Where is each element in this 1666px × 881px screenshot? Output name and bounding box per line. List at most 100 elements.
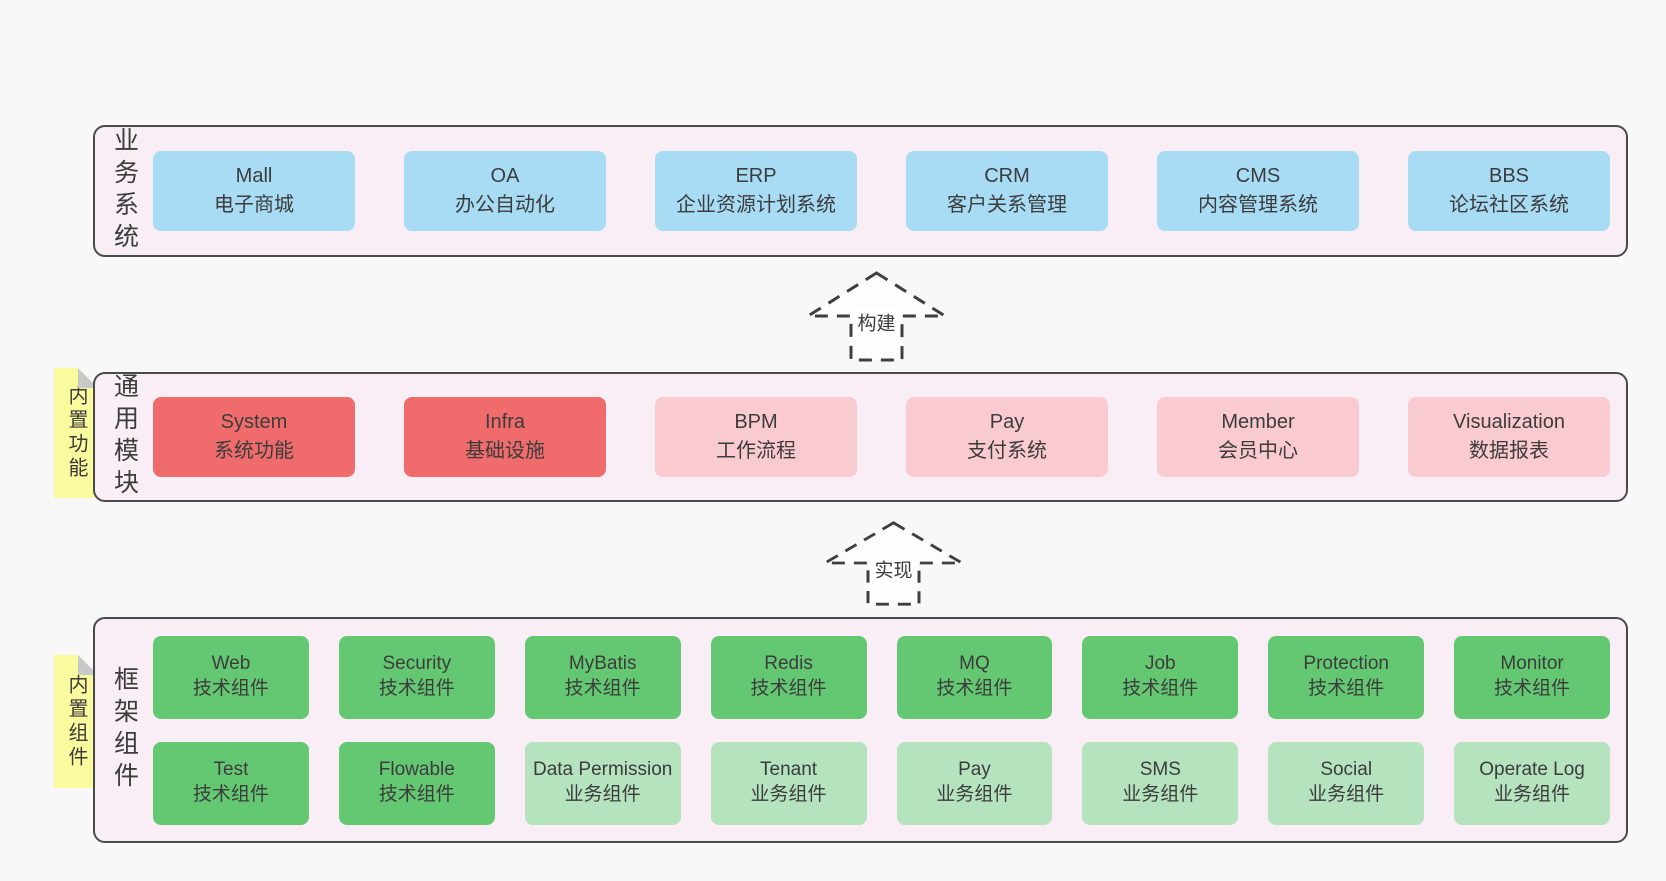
implement-arrow-label: 实现 xyxy=(870,554,917,584)
builtin-components-tab-label: 内置组件 xyxy=(65,673,87,770)
box-mybatis: MyBatis 技术组件 xyxy=(524,635,681,719)
box-crm: CRM 客户关系管理 xyxy=(906,151,1108,231)
box-name: Operate Log xyxy=(1479,759,1585,781)
box-name: CRM xyxy=(984,165,1030,187)
box-desc: 业务组件 xyxy=(564,784,641,805)
box-pay-system: Pay 支付系统 xyxy=(906,397,1108,477)
box-oa: OA 办公自动化 xyxy=(404,151,606,231)
box-name: ERP xyxy=(735,165,777,187)
box-desc: 数据报表 xyxy=(1469,440,1549,462)
box-name: Visualization xyxy=(1453,411,1565,433)
box-name: Member xyxy=(1221,411,1295,433)
panel-modules-label: 通用模块 xyxy=(110,373,139,501)
box-job: Job 技术组件 xyxy=(1082,635,1239,719)
box-name: Infra xyxy=(484,411,526,433)
box-name: OA xyxy=(490,165,520,187)
box-bbs: BBS 论坛社区系统 xyxy=(1408,151,1610,231)
build-arrow-icon: 构建 xyxy=(805,270,948,363)
box-desc: 业务组件 xyxy=(1494,784,1571,805)
box-name: BPM xyxy=(734,411,778,433)
builtin-components-tab: 内置组件 xyxy=(54,655,98,788)
box-name: MyBatis xyxy=(568,653,637,675)
box-monitor: Monitor 技术组件 xyxy=(1454,635,1610,719)
box-name: Pay xyxy=(989,411,1025,433)
box-bpm: BPM 工作流程 xyxy=(655,397,857,477)
box-desc: 技术组件 xyxy=(936,678,1013,699)
box-desc: 技术组件 xyxy=(1494,678,1571,699)
box-name: Test xyxy=(213,759,249,781)
box-erp: ERP 企业资源计划系统 xyxy=(655,151,857,231)
box-desc: 技术组件 xyxy=(1122,678,1199,699)
box-pay-component: Pay 业务组件 xyxy=(896,741,1053,825)
panel-business-label: 业务系统 xyxy=(110,127,139,255)
panel-business-systems: 业务系统 Mall 电子商城 OA 办公自动化 ERP 企业资源计划系统 CRM… xyxy=(93,125,1628,257)
modules-box-row: System 系统功能 Infra 基础设施 BPM 工作流程 Pay 支付系统… xyxy=(153,397,1626,477)
box-desc: 业务组件 xyxy=(750,784,827,805)
box-mq: MQ 技术组件 xyxy=(896,635,1053,719)
box-desc: 技术组件 xyxy=(564,678,641,699)
box-desc: 基础设施 xyxy=(465,440,545,462)
box-desc: 会员中心 xyxy=(1218,440,1298,462)
box-protection: Protection 技术组件 xyxy=(1268,635,1425,719)
business-box-row: Mall 电子商城 OA 办公自动化 ERP 企业资源计划系统 CRM 客户关系… xyxy=(153,151,1626,231)
box-name: Redis xyxy=(764,653,813,675)
box-desc: 业务组件 xyxy=(1122,784,1199,805)
build-arrow-label: 构建 xyxy=(853,307,900,337)
box-desc: 业务组件 xyxy=(1308,784,1385,805)
box-name: Data Permission xyxy=(532,759,673,781)
box-sms: SMS 业务组件 xyxy=(1082,741,1239,825)
box-web: Web 技术组件 xyxy=(153,635,309,719)
box-social: Social 业务组件 xyxy=(1268,741,1425,825)
box-redis: Redis 技术组件 xyxy=(710,635,867,719)
box-flowable: Flowable 技术组件 xyxy=(338,741,495,825)
box-name: Pay xyxy=(958,759,991,781)
box-tenant: Tenant 业务组件 xyxy=(710,741,867,825)
components-box-grid: Web 技术组件 Security 技术组件 MyBatis 技术组件 Redi… xyxy=(153,635,1626,825)
box-security: Security 技术组件 xyxy=(338,635,495,719)
box-name: Flowable xyxy=(378,759,455,781)
box-desc: 论坛社区系统 xyxy=(1449,194,1569,216)
box-name: Social xyxy=(1320,759,1373,781)
panel-framework-components: 框架组件 Web 技术组件 Security 技术组件 MyBatis 技术组件… xyxy=(93,617,1628,843)
box-name: Tenant xyxy=(760,759,818,781)
builtin-features-tab: 内置功能 xyxy=(54,368,98,498)
box-desc: 客户关系管理 xyxy=(947,194,1067,216)
box-desc: 工作流程 xyxy=(716,440,796,462)
builtin-features-tab-label: 内置功能 xyxy=(65,385,87,481)
box-name: SMS xyxy=(1139,759,1181,781)
box-cms: CMS 内容管理系统 xyxy=(1157,151,1359,231)
box-visualization: Visualization 数据报表 xyxy=(1408,397,1610,477)
box-desc: 技术组件 xyxy=(378,678,455,699)
box-name: System xyxy=(220,411,288,433)
panel-components-label: 框架组件 xyxy=(110,666,139,794)
box-desc: 技术组件 xyxy=(750,678,827,699)
box-name: MQ xyxy=(959,653,990,675)
box-name: Job xyxy=(1144,653,1176,675)
box-test: Test 技术组件 xyxy=(153,741,309,825)
box-member: Member 会员中心 xyxy=(1157,397,1359,477)
box-name: Monitor xyxy=(1500,653,1564,675)
box-desc: 内容管理系统 xyxy=(1198,194,1318,216)
box-desc: 企业资源计划系统 xyxy=(676,194,836,216)
box-mall: Mall 电子商城 xyxy=(153,151,355,231)
box-name: Security xyxy=(382,653,452,675)
box-desc: 技术组件 xyxy=(192,678,269,699)
box-desc: 业务组件 xyxy=(936,784,1013,805)
panel-common-modules: 通用模块 System 系统功能 Infra 基础设施 BPM 工作流程 Pay… xyxy=(93,372,1628,502)
box-desc: 支付系统 xyxy=(967,440,1047,462)
box-desc: 系统功能 xyxy=(214,440,294,462)
box-desc: 电子商城 xyxy=(214,194,294,216)
box-operate-log: Operate Log 业务组件 xyxy=(1454,741,1610,825)
box-name: Mall xyxy=(235,165,273,187)
box-desc: 技术组件 xyxy=(192,784,269,805)
box-data-permission: Data Permission 业务组件 xyxy=(524,741,681,825)
box-name: BBS xyxy=(1488,165,1530,187)
box-desc: 技术组件 xyxy=(1308,678,1385,699)
implement-arrow-icon: 实现 xyxy=(822,520,965,607)
box-desc: 办公自动化 xyxy=(455,194,555,216)
box-name: Web xyxy=(211,653,251,675)
box-name: CMS xyxy=(1235,165,1281,187)
box-name: Protection xyxy=(1303,653,1389,675)
box-infra: Infra 基础设施 xyxy=(404,397,606,477)
